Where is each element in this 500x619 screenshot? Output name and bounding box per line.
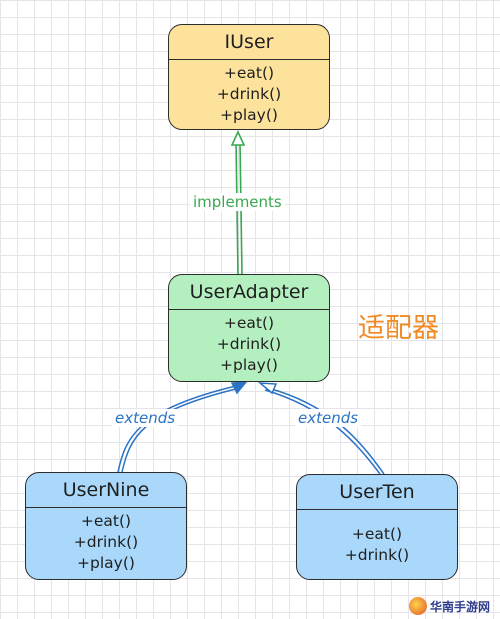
usernine-method: +eat() xyxy=(80,512,132,530)
useradapter-method: +play() xyxy=(220,356,278,374)
implements-label: implements xyxy=(190,193,285,211)
userten-method: +drink() xyxy=(344,546,410,564)
usernine-class-name: UserNine xyxy=(26,473,186,508)
useradapter-class-box: UserAdapter +eat() +drink() +play() xyxy=(168,274,330,382)
adapter-annotation: 适配器 xyxy=(358,313,439,344)
usernine-method-list: +eat() +drink() +play() xyxy=(26,508,186,574)
usernine-class-box: UserNine +eat() +drink() +play() xyxy=(25,472,187,580)
userten-class-box: UserTen +eat() +drink() xyxy=(296,474,458,580)
iuser-class-box: IUser +eat() +drink() +play() xyxy=(168,24,330,130)
useradapter-method: +eat() xyxy=(223,314,275,332)
extends-right-label: extends xyxy=(295,409,362,427)
useradapter-method-list: +eat() +drink() +play() xyxy=(169,310,329,376)
iuser-method: +drink() xyxy=(216,85,282,103)
extends-left-label: extends xyxy=(112,409,179,427)
extends-right-arrow xyxy=(257,382,385,475)
iuser-method-list: +eat() +drink() +play() xyxy=(169,60,329,126)
iuser-method: +eat() xyxy=(223,64,275,82)
usernine-method: +drink() xyxy=(73,533,139,551)
useradapter-method: +drink() xyxy=(216,335,282,353)
iuser-class-name: IUser xyxy=(169,25,329,60)
usernine-method: +play() xyxy=(77,554,135,572)
userten-class-name: UserTen xyxy=(297,475,457,510)
site-watermark: 华南手游网 xyxy=(408,597,490,615)
extends-left-arrow xyxy=(117,381,248,473)
watermark-text: 华南手游网 xyxy=(429,599,490,614)
userten-method-list: +eat() +drink() xyxy=(297,510,457,566)
userten-method: +eat() xyxy=(351,525,403,543)
iuser-method: +play() xyxy=(220,106,278,124)
useradapter-class-name: UserAdapter xyxy=(169,275,329,310)
watermark-logo-icon xyxy=(408,597,427,615)
